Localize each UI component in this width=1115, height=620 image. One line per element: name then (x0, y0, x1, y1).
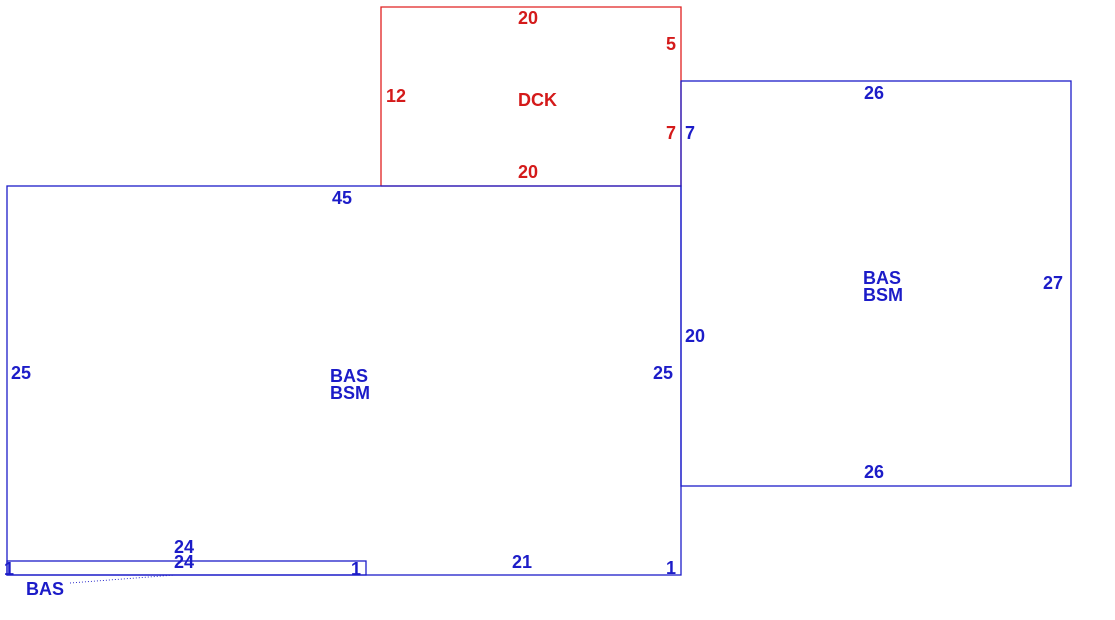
deck-top-dimension: 20 (518, 8, 538, 28)
addition-left-lower-dimension: 20 (685, 326, 705, 346)
addition-bottom-dimension: 26 (864, 462, 884, 482)
addition-top-dimension: 26 (864, 83, 884, 103)
deck-right-lower-dimension: 7 (666, 123, 676, 143)
addition-code-label-1: BAS (863, 268, 901, 288)
strip-left-dimension: 1 (4, 559, 14, 579)
deck-left-dimension: 12 (386, 86, 406, 106)
strip-leader-line (69, 574, 176, 584)
strip-right-dimension: 1 (351, 559, 361, 579)
strip-code-label: BAS (26, 579, 64, 599)
main-code-label-1: BAS (330, 366, 368, 386)
deck-right-upper-dimension: 5 (666, 34, 676, 54)
main-bottom-dimension: 21 (512, 552, 532, 572)
deck-bottom-dimension: 20 (518, 162, 538, 182)
main-top-dimension: 45 (332, 188, 352, 208)
strip-bottom-dimension: 24 (174, 552, 194, 572)
main-right-dimension: 25 (653, 363, 673, 383)
addition-area-outline (680, 80, 1072, 487)
addition-right-dimension: 27 (1043, 273, 1063, 293)
deck-code-label: DCK (518, 90, 557, 110)
main-bottom-right-step-dimension: 1 (666, 558, 676, 578)
strip-top-dimension: 24 (174, 537, 194, 557)
addition-code-label-2: BSM (863, 285, 903, 305)
strip-area-outline (6, 560, 367, 576)
main-left-dimension: 25 (11, 363, 31, 383)
main-code-label-2: BSM (330, 383, 370, 403)
addition-left-upper-dimension: 7 (685, 123, 695, 143)
